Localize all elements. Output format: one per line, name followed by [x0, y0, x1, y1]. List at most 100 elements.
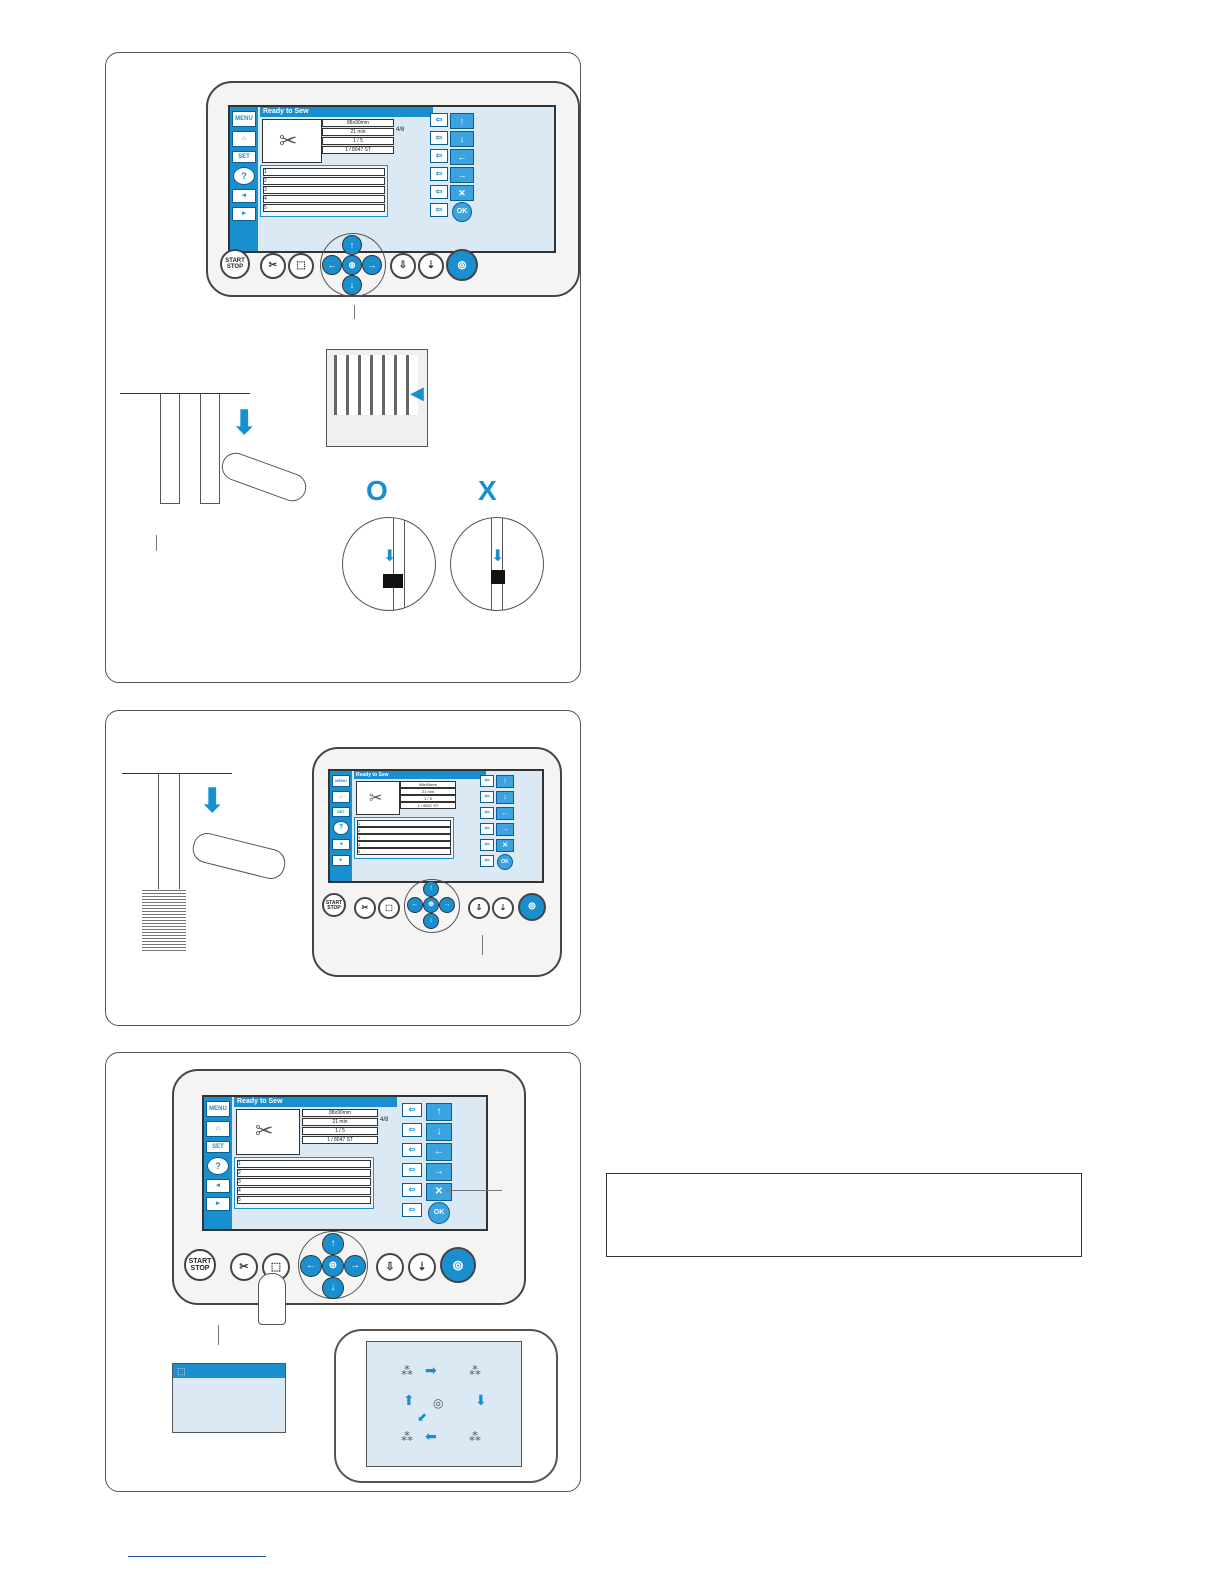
jog-up-button[interactable]: ↑ — [423, 881, 439, 897]
help-button[interactable]: ? — [333, 821, 349, 835]
bobbin-winder-button[interactable]: ⊚ — [446, 249, 478, 281]
jog-key-ring — [404, 879, 460, 933]
right-arrow-button[interactable]: → — [450, 167, 474, 183]
bobbin-winder-button[interactable]: ⊚ — [518, 893, 546, 921]
list-item: 5 — [357, 848, 451, 855]
needle-back-button[interactable]: ⇦ — [402, 1143, 422, 1157]
left-arrow-button[interactable]: ← — [450, 149, 474, 165]
jog-right-button[interactable]: → — [439, 897, 455, 913]
needle-back-button[interactable]: ⇦ — [402, 1203, 422, 1217]
hoop-forward-icon[interactable]: ▸ — [332, 855, 350, 866]
set-button[interactable]: SET — [232, 151, 256, 163]
jog-left-button[interactable]: ← — [300, 1255, 322, 1277]
status-title: Ready to Sew — [354, 771, 486, 779]
needle-back-button[interactable]: ⇦ — [430, 185, 448, 199]
presser-foot-button[interactable]: ⇩ — [390, 253, 416, 279]
needle-back-button[interactable]: ⇦ — [480, 775, 494, 787]
jog-left-button[interactable]: ← — [407, 897, 423, 913]
needle-back-button[interactable]: ⇦ — [430, 203, 448, 217]
design-thumbnail: ✂ — [356, 781, 400, 815]
jog-right-button[interactable]: → — [362, 255, 382, 275]
jog-center-button[interactable]: ⊕ — [423, 897, 439, 913]
hoop-forward-icon[interactable]: ▸ — [206, 1197, 230, 1211]
needle-back-button[interactable]: ⇦ — [480, 855, 494, 867]
jog-right-button[interactable]: → — [344, 1255, 366, 1277]
list-item: 1 — [357, 820, 451, 827]
ok-button[interactable]: OK — [428, 1202, 450, 1224]
thread-cutter-button[interactable]: ✂ — [354, 897, 376, 919]
presser-foot-button[interactable]: ⇩ — [468, 897, 490, 919]
down-arrow-button[interactable]: ↓ — [496, 791, 514, 804]
needle-position-button[interactable]: ⇣ — [408, 1253, 436, 1281]
hoop-icon[interactable]: ⌂ — [332, 791, 350, 803]
thread-cutter-button[interactable]: ✂ — [260, 253, 286, 279]
needle-back-button[interactable]: ⇦ — [402, 1123, 422, 1137]
needle-back-button[interactable]: ⇦ — [480, 823, 494, 835]
down-arrow-button[interactable]: ↓ — [450, 131, 474, 147]
menu-button[interactable]: MENU — [206, 1101, 230, 1117]
jog-down-button[interactable]: ↓ — [423, 913, 439, 929]
hoop-back-icon[interactable]: ◂ — [232, 189, 256, 203]
left-arrow-button[interactable]: ← — [426, 1143, 452, 1161]
status-title: Ready to Sew — [260, 107, 433, 117]
design-size: 88x90mm — [400, 781, 456, 788]
control-panel: MENU ⌂ SET ? ◂ ▸ Ready to Sew ✂ 88x90mm … — [206, 81, 580, 297]
list-item: 4 — [263, 195, 385, 203]
hoop-icon[interactable]: ⌂ — [206, 1121, 230, 1137]
jog-left-button[interactable]: ← — [322, 255, 342, 275]
jog-center-button[interactable]: ⊕ — [322, 1255, 344, 1277]
set-button[interactable]: SET — [206, 1141, 230, 1153]
needle-back-button[interactable]: ⇦ — [430, 113, 448, 127]
bobbin-winder-button[interactable]: ⊚ — [440, 1247, 476, 1283]
up-arrow-button[interactable]: ↑ — [450, 113, 474, 129]
hoop-back-icon[interactable]: ◂ — [206, 1179, 230, 1193]
needle-back-button[interactable]: ⇦ — [402, 1183, 422, 1197]
hoop-back-icon[interactable]: ◂ — [332, 839, 350, 850]
jog-up-button[interactable]: ↑ — [342, 235, 362, 255]
jog-down-button[interactable]: ↓ — [322, 1277, 344, 1299]
jog-center-button[interactable]: ⊕ — [342, 255, 362, 275]
needle-back-button[interactable]: ⇦ — [480, 839, 494, 851]
jog-up-button[interactable]: ↑ — [322, 1233, 344, 1255]
cancel-button[interactable]: ✕ — [426, 1183, 452, 1201]
cancel-button[interactable]: ✕ — [496, 839, 514, 852]
help-button[interactable]: ? — [233, 167, 255, 185]
jog-down-button[interactable]: ↓ — [342, 275, 362, 295]
menu-button[interactable]: MENU — [332, 775, 350, 787]
thread-cutter-button[interactable]: ✂ — [230, 1253, 258, 1281]
hoop-icon[interactable]: ⌂ — [232, 131, 256, 147]
trace-button[interactable]: ⬚ — [288, 253, 314, 279]
thread-count: 4/8 — [396, 127, 405, 133]
ok-button[interactable]: OK — [452, 202, 472, 222]
needle-back-button[interactable]: ⇦ — [480, 791, 494, 803]
right-arrow-button[interactable]: → — [496, 823, 514, 836]
menu-button[interactable]: MENU — [232, 111, 256, 127]
needle-back-button[interactable]: ⇦ — [402, 1163, 422, 1177]
needle-back-button[interactable]: ⇦ — [430, 131, 448, 145]
presser-foot-button[interactable]: ⇩ — [376, 1253, 404, 1281]
figure-panel-2: ⬇ MENU ⌂ SET ? ◂ ▸ Ready to Sew ✂ 88x90m… — [105, 710, 581, 1026]
needle-back-button[interactable]: ⇦ — [402, 1103, 422, 1117]
up-arrow-button[interactable]: ↑ — [426, 1103, 452, 1121]
trace-button[interactable]: ⬚ — [378, 897, 400, 919]
needle-back-button[interactable]: ⇦ — [480, 807, 494, 819]
ok-button[interactable]: OK — [497, 854, 513, 870]
needle-bar-illustration: ⬇ — [120, 383, 311, 533]
needle-back-button[interactable]: ⇦ — [430, 167, 448, 181]
up-arrow-button[interactable]: ↑ — [496, 775, 514, 788]
down-arrow-button[interactable]: ↓ — [426, 1123, 452, 1141]
needle-position-button[interactable]: ⇣ — [492, 897, 514, 919]
right-arrow-button[interactable]: → — [426, 1163, 452, 1181]
list-item: 2 — [263, 177, 385, 185]
needle-back-button[interactable]: ⇦ — [430, 149, 448, 163]
needle-position-button[interactable]: ⇣ — [418, 253, 444, 279]
left-arrow-button[interactable]: ← — [496, 807, 514, 820]
cancel-button[interactable]: ✕ — [450, 185, 474, 201]
set-button[interactable]: SET — [332, 807, 350, 817]
help-button[interactable]: ? — [207, 1157, 229, 1175]
list-item: 3 — [357, 834, 451, 841]
hoop-forward-icon[interactable]: ▸ — [232, 207, 256, 221]
